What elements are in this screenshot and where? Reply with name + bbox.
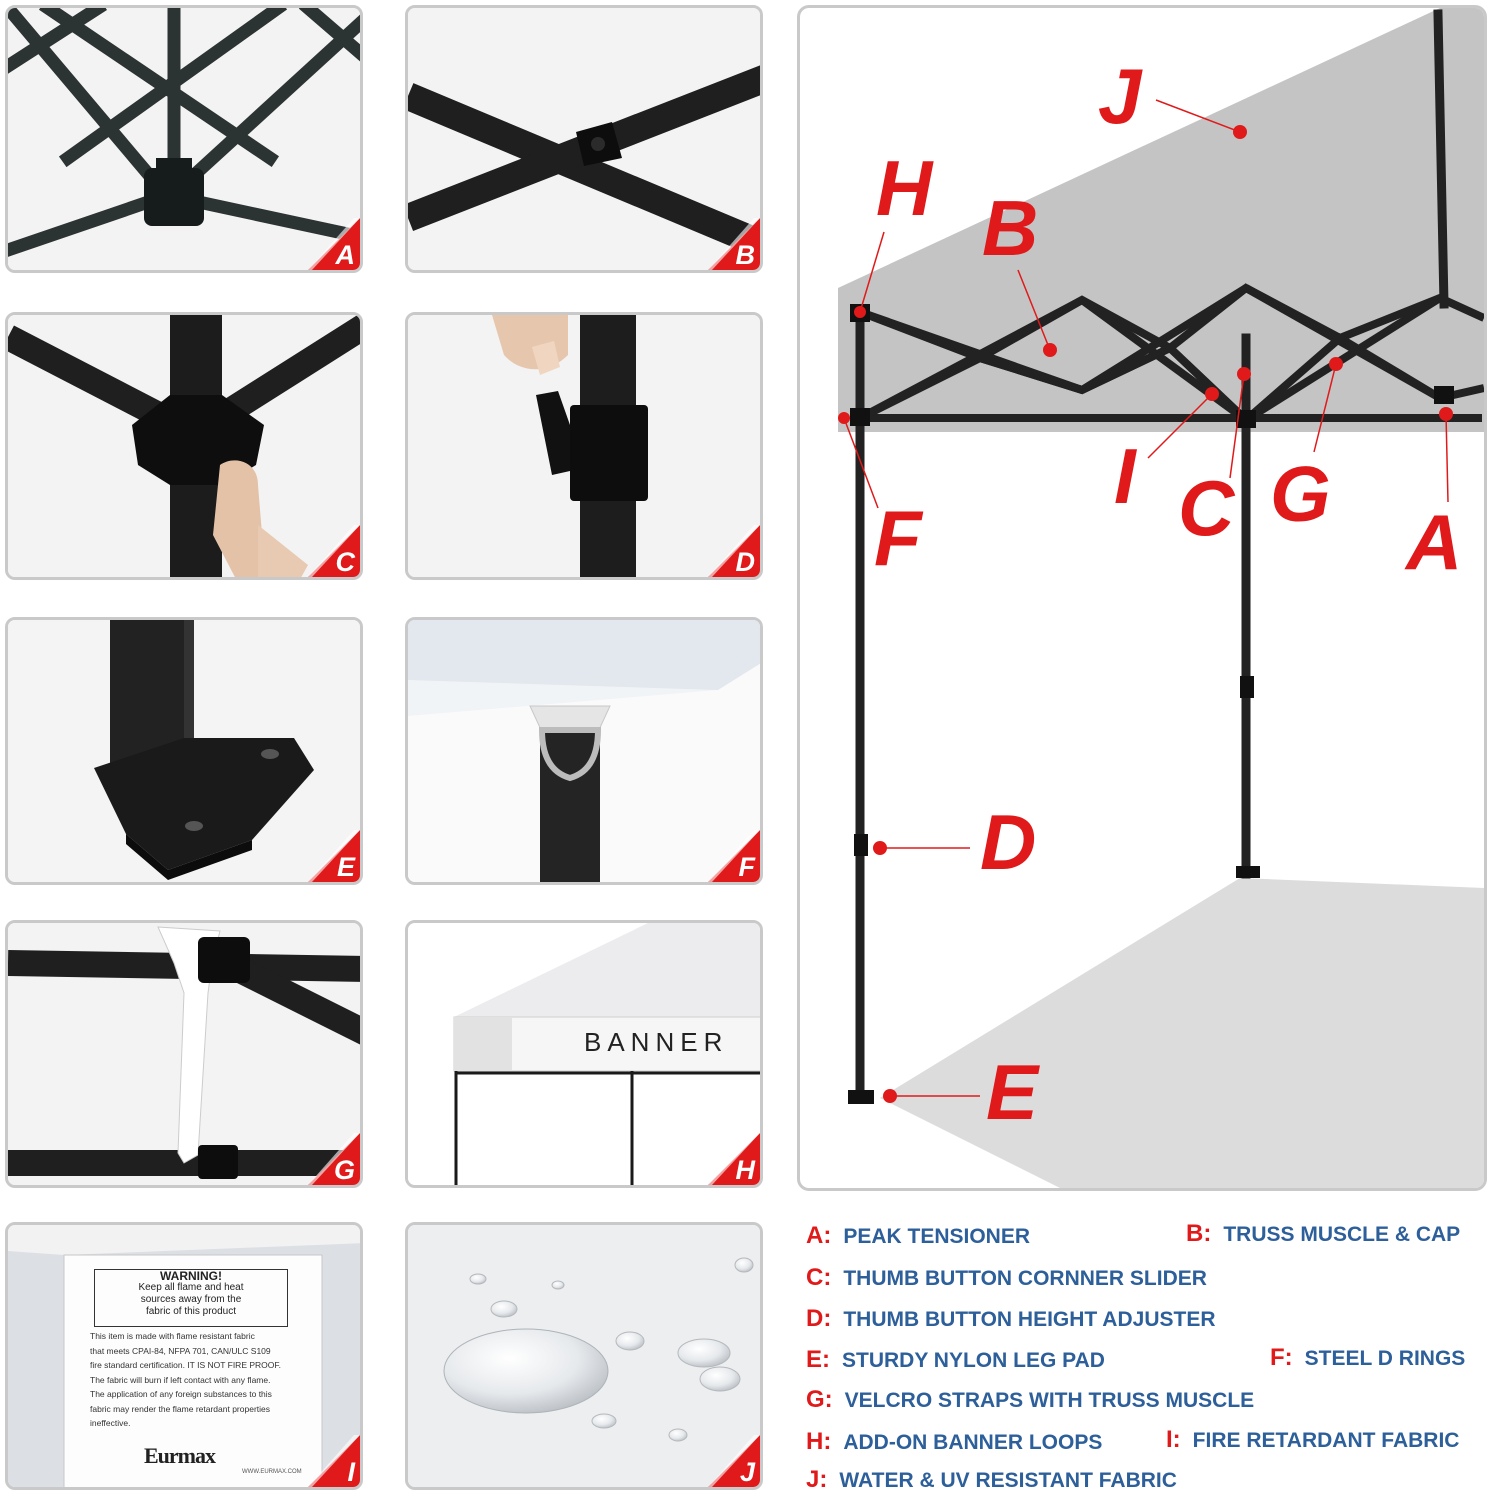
tile-letter: C — [335, 547, 356, 577]
warning-body-line: that meets CPAI-84, NFPA 701, CAN/ULC S1… — [90, 1345, 271, 1356]
diagram-label-b: B — [982, 184, 1039, 272]
canopy-frame-diagram: J H B I C G A F D E — [797, 5, 1487, 1191]
warning-body-line: fabric may render the flame retardant pr… — [90, 1403, 271, 1414]
brand-url: WWW.EURMAX.COM — [242, 1469, 302, 1475]
tile-leg-pad: E — [5, 617, 363, 885]
tile-corner-badge: I — [308, 1435, 360, 1487]
tile-peak-tensioner: A — [5, 5, 363, 273]
legend-key: H: — [806, 1428, 832, 1455]
legend-text: PEAK TENSIONER — [843, 1225, 1031, 1248]
corner-slider-photo — [8, 315, 360, 577]
diagram-label-f: F — [874, 494, 922, 582]
diagram-label-d: D — [980, 798, 1037, 886]
diagram-label-a: A — [1406, 498, 1463, 586]
warning-body-line: ineffective. — [90, 1418, 131, 1428]
warning-body: This item is made with flame resistant f… — [90, 1329, 300, 1431]
legend-item-j: J: WATER & UV RESISTANT FABRIC — [806, 1466, 1177, 1494]
truss-muscle-photo — [408, 8, 760, 270]
tile-corner-badge: F — [708, 830, 760, 882]
tile-letter: J — [739, 1457, 755, 1487]
tile-letter: I — [347, 1457, 355, 1487]
legend-item-b: B: TRUSS MUSCLE & CAP — [1186, 1220, 1460, 1248]
tile-fire-retardant: WARNING! Keep all flame and heat sources… — [5, 1222, 363, 1490]
tile-height-adjuster: D — [405, 312, 763, 580]
tile-truss-muscle: B — [405, 5, 763, 273]
legend-text: TRUSS MUSCLE & CAP — [1223, 1223, 1461, 1246]
diagram-label-e: E — [986, 1048, 1039, 1136]
tile-letter: G — [333, 1155, 355, 1185]
banner-text: BANNER — [584, 1027, 729, 1057]
tile-letter: D — [735, 547, 756, 577]
legend-text: THUMB BUTTON CORNNER SLIDER — [843, 1267, 1207, 1290]
legend-key: E: — [806, 1346, 830, 1373]
tile-corner-badge: H — [708, 1133, 760, 1185]
peak-tensioner-photo — [8, 8, 360, 270]
tile-banner-loops: BANNER H — [405, 920, 763, 1188]
leg-pad-photo — [8, 620, 360, 882]
tile-corner-badge: A — [308, 218, 360, 270]
legend-item-c: C: THUMB BUTTON CORNNER SLIDER — [806, 1264, 1207, 1292]
tile-letter: H — [735, 1155, 756, 1185]
fire-label-photo — [8, 1225, 360, 1487]
legend-key: F: — [1270, 1344, 1293, 1371]
legend-text: VELCRO STRAPS WITH TRUSS MUSCLE — [844, 1389, 1255, 1412]
tile-corner-badge: D — [708, 525, 760, 577]
legend-item-i: I: FIRE RETARDANT FABRIC — [1166, 1426, 1459, 1454]
warning-body-line: The fabric will burn if left contact wit… — [90, 1374, 271, 1385]
diagram-label-c: C — [1178, 464, 1235, 552]
banner-loops-photo — [408, 923, 760, 1185]
tile-letter: E — [336, 852, 355, 882]
legend-item-e: E: STURDY NYLON LEG PAD — [806, 1346, 1105, 1374]
tile-water-resistant: J — [405, 1222, 763, 1490]
legend-item-f: F: STEEL D RINGS — [1270, 1344, 1465, 1372]
canopy-frame-illustration — [838, 8, 1484, 1188]
legend-text: STEEL D RINGS — [1304, 1347, 1466, 1370]
legend-item-a: A: PEAK TENSIONER — [806, 1222, 1030, 1250]
tile-letter: F — [738, 852, 756, 882]
d-rings-photo — [408, 620, 760, 882]
legend-key: B: — [1186, 1220, 1212, 1247]
warning-line: Keep all flame and heat — [138, 1282, 244, 1293]
legend-key: J: — [806, 1466, 828, 1493]
tile-corner-badge: B — [708, 218, 760, 270]
warning-line: sources away from the — [140, 1294, 242, 1305]
diagram-label-g: G — [1270, 450, 1331, 538]
legend-text: STURDY NYLON LEG PAD — [842, 1349, 1105, 1372]
legend-item-h: H: ADD-ON BANNER LOOPS — [806, 1428, 1102, 1456]
legend-key: G: — [806, 1386, 833, 1413]
tile-velcro-straps: G — [5, 920, 363, 1188]
warning-title: WARNING! — [160, 1269, 222, 1283]
legend-text: WATER & UV RESISTANT FABRIC — [839, 1469, 1177, 1492]
legend-key: D: — [806, 1305, 832, 1332]
tile-corner-badge: G — [308, 1133, 360, 1185]
tile-letter: B — [735, 240, 756, 270]
legend-item-d: D: THUMB BUTTON HEIGHT ADJUSTER — [806, 1305, 1216, 1333]
warning-box: WARNING! Keep all flame and heat sources… — [94, 1269, 288, 1327]
warning-body-line: fire standard certification. IT IS NOT F… — [90, 1360, 281, 1370]
tile-corner-slider: C — [5, 312, 363, 580]
tile-letter: A — [335, 240, 356, 270]
legend-key: I: — [1166, 1426, 1181, 1453]
tile-corner-badge: J — [708, 1435, 760, 1487]
diagram-label-j: J — [1098, 52, 1142, 140]
legend-text: THUMB BUTTON HEIGHT ADJUSTER — [843, 1308, 1216, 1331]
legend-text: ADD-ON BANNER LOOPS — [843, 1431, 1103, 1454]
legend-item-g: G: VELCRO STRAPS WITH TRUSS MUSCLE — [806, 1386, 1254, 1414]
height-adjuster-photo — [408, 315, 760, 577]
diagram-label-i: I — [1114, 432, 1136, 520]
water-droplets-photo — [408, 1225, 760, 1487]
diagram-label-h: H — [876, 144, 933, 232]
tile-corner-badge: C — [308, 525, 360, 577]
tile-corner-badge: E — [308, 830, 360, 882]
brand-logo: Eurmax — [144, 1443, 216, 1468]
legend-key: C: — [806, 1264, 832, 1291]
legend-key: A: — [806, 1222, 832, 1249]
tile-d-rings: F — [405, 617, 763, 885]
warning-body-line: This item is made with flame resistant f… — [90, 1331, 255, 1341]
warning-body-line: The application of any foreign substance… — [90, 1389, 272, 1399]
velcro-straps-photo — [8, 923, 360, 1185]
legend-text: FIRE RETARDANT FABRIC — [1192, 1429, 1460, 1452]
warning-line: fabric of this product — [145, 1306, 237, 1317]
